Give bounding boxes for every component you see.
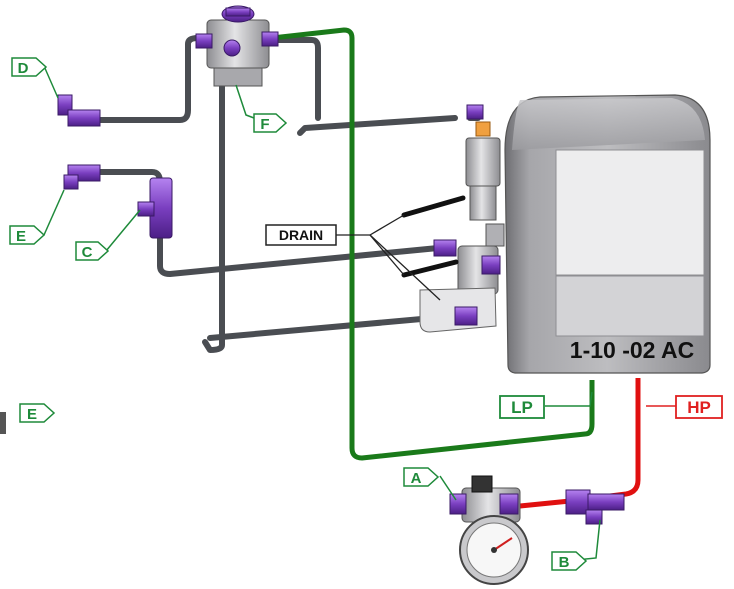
callout-d: D: [11, 57, 48, 77]
manifold-f: [195, 5, 279, 87]
fitting-d: [57, 94, 101, 127]
svg-text:F: F: [260, 116, 269, 133]
unit-window-upper: [555, 149, 705, 276]
filter-canister-icon: [433, 104, 505, 295]
fitting-c: [137, 177, 173, 239]
svg-text:E: E: [16, 228, 26, 245]
callout-c: C: [75, 241, 110, 261]
fitting-e: [63, 164, 101, 190]
callout-hp: HP: [675, 395, 723, 419]
unit-housing: 1-10 -02 AC: [504, 94, 711, 374]
svg-text:B: B: [559, 554, 570, 571]
callout-e-left: E: [19, 403, 56, 423]
svg-text:HP: HP: [687, 398, 711, 417]
tube-lp-green: [271, 27, 595, 461]
tube-f-to-top: [297, 115, 458, 136]
fitting-b: [565, 489, 625, 525]
leader-drain: [336, 214, 441, 301]
svg-text:E: E: [27, 406, 37, 423]
svg-text:DRAIN: DRAIN: [279, 227, 323, 243]
callout-lp: LP: [499, 395, 545, 419]
callout-b: B: [551, 551, 588, 571]
callout-a: A: [403, 467, 440, 487]
svg-text:A: A: [411, 470, 422, 487]
unit-model-label: 1-10 -02 AC: [570, 337, 694, 363]
tube-d-to-manifold: [92, 35, 201, 123]
tube-c-down: [157, 232, 441, 277]
leader-lines: [43, 65, 601, 561]
unit-window-lower: [555, 275, 705, 337]
tube-manifold-right: [269, 37, 321, 121]
callout-e-top: E: [9, 225, 46, 245]
callout-drain: DRAIN: [265, 224, 337, 246]
edge-fitting: [0, 412, 6, 434]
svg-text:C: C: [82, 244, 93, 261]
pressure-gauge-icon: [449, 475, 529, 585]
tube-bottom-to-bracket: [207, 313, 458, 341]
tube-manifold-down: [202, 67, 225, 353]
svg-text:D: D: [18, 60, 29, 77]
callout-f: F: [253, 113, 288, 133]
tubing-dark: [92, 35, 481, 353]
svg-text:LP: LP: [511, 398, 533, 417]
